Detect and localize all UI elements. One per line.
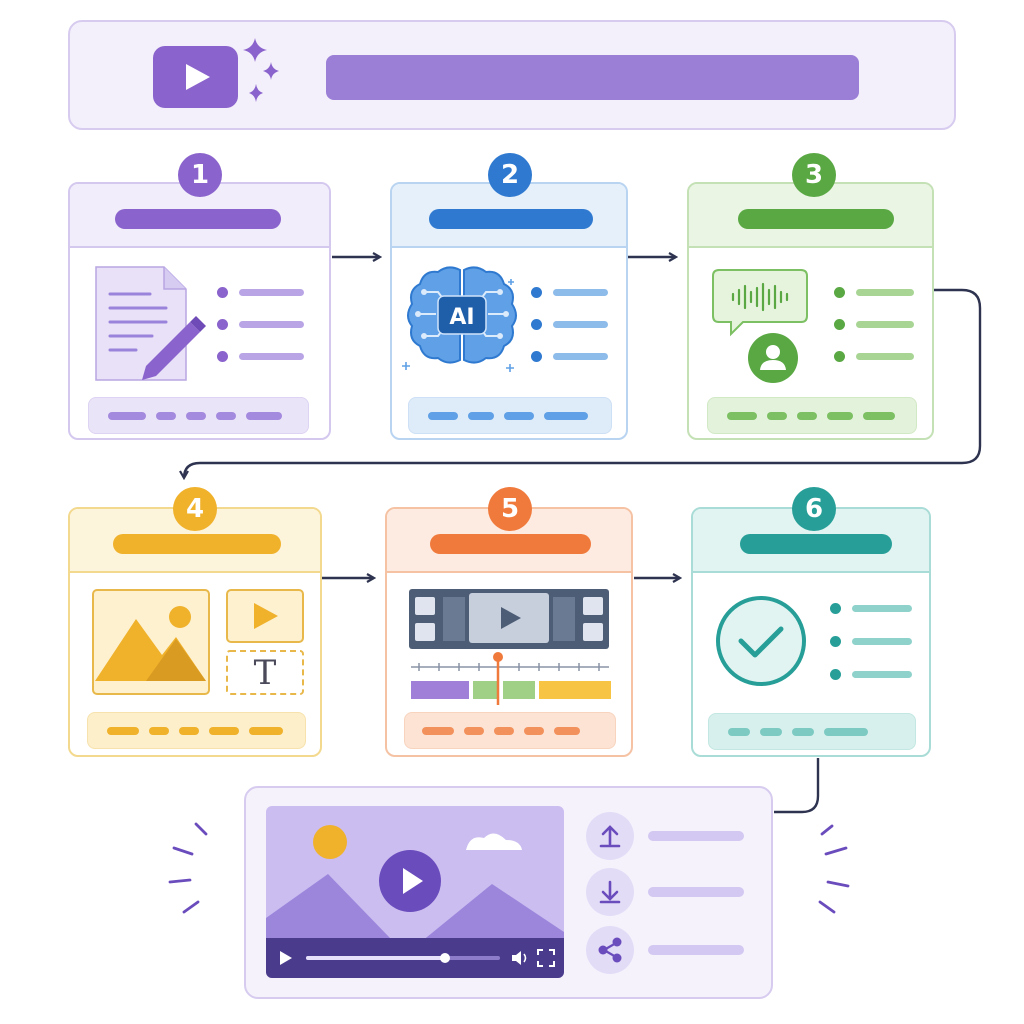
play-icon[interactable] xyxy=(276,948,296,968)
progress-handle[interactable] xyxy=(440,953,450,963)
ai-brain-icon: AI xyxy=(402,266,517,372)
sparkle-icon xyxy=(243,38,279,102)
step-2-badge: 2 xyxy=(488,153,532,197)
svg-text:T: T xyxy=(254,653,277,693)
fullscreen-icon[interactable] xyxy=(536,948,556,968)
step-6-card xyxy=(691,507,931,757)
step-1-badge: 1 xyxy=(178,153,222,197)
step-2-card: AI xyxy=(390,182,628,440)
step-4-badge: 4 xyxy=(173,487,217,531)
video-timeline-icon xyxy=(409,589,611,705)
arrow-3-4 xyxy=(184,288,982,478)
svg-text:AI: AI xyxy=(449,305,474,330)
share-label-placeholder xyxy=(648,945,744,955)
progress-fill xyxy=(306,956,444,960)
step-5-card xyxy=(385,507,633,757)
download-button[interactable] xyxy=(586,868,634,916)
upload-button[interactable] xyxy=(586,812,634,860)
voice-narrator-icon xyxy=(712,269,808,383)
play-button[interactable] xyxy=(379,850,441,912)
step-6-badge: 6 xyxy=(792,487,836,531)
share-button[interactable] xyxy=(586,926,634,974)
upload-label-placeholder xyxy=(648,831,744,841)
document-edit-icon xyxy=(95,266,206,381)
burst-left-icon xyxy=(168,822,208,914)
burst-right-icon xyxy=(818,824,850,914)
step-5-badge: 5 xyxy=(488,487,532,531)
step-3-card xyxy=(687,182,934,440)
video-player xyxy=(266,806,564,978)
share-icon xyxy=(598,937,622,963)
volume-icon[interactable] xyxy=(510,948,530,968)
download-icon xyxy=(599,880,621,904)
media-assets-icon: T xyxy=(92,589,304,695)
step-1-card xyxy=(68,182,331,440)
check-circle-icon xyxy=(716,596,806,686)
download-label-placeholder xyxy=(648,887,744,897)
logo-play-icon xyxy=(153,46,238,108)
upload-icon xyxy=(599,825,621,848)
step-3-badge: 3 xyxy=(792,153,836,197)
arrow-6-final xyxy=(774,758,820,814)
step-4-card: T xyxy=(68,507,322,757)
title-placeholder xyxy=(326,55,859,100)
